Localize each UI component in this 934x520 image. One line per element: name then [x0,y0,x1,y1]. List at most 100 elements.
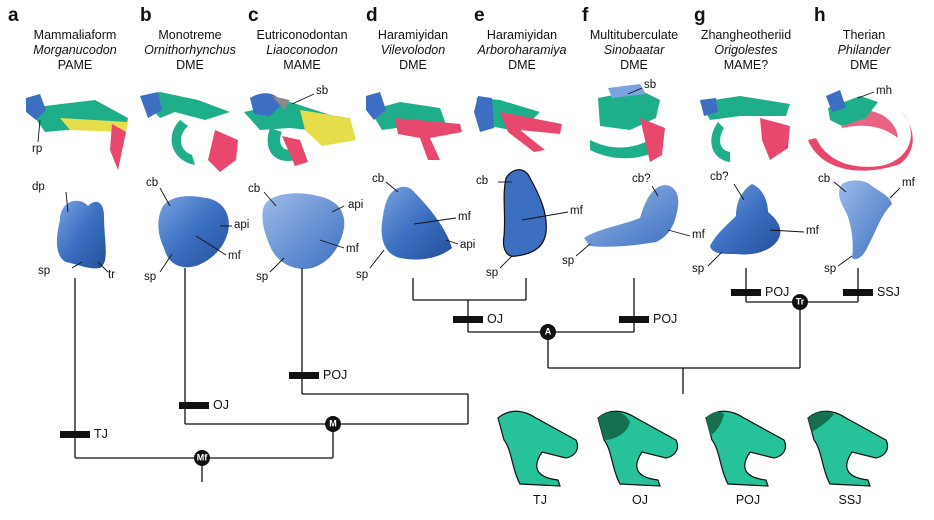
jaw-render-d [366,92,462,160]
joint-caption-ssj: SSJ [838,493,862,507]
event-bars [60,289,873,438]
panel-group: Multituberculate [589,28,679,42]
panel-header-h: Therian Philander DME [838,28,891,73]
event-label-oj: OJ [213,398,229,412]
bone-g [710,184,781,255]
panel-letter: d [366,5,378,26]
label-mf: mf [902,177,915,189]
label-cb: cb [476,175,489,187]
panel-header-a: Mammaliaform Morganucodon PAME [33,28,116,73]
panel-letter: f [582,5,589,26]
panel-group: Mammaliaform [33,28,117,42]
panel-letter: h [814,5,826,26]
joint-icon-tj [497,410,579,487]
panel-state: DME [850,58,878,72]
panel-state: MAME? [723,58,769,72]
panel-genus: Sinobaatar [603,43,665,57]
label-sp: sp [562,255,575,267]
joint-caption-tj: TJ [533,493,547,507]
jaw-render-c [244,93,356,166]
panel-state: DME [176,58,204,72]
bone-b [158,196,229,268]
label-cb: cb [248,183,261,195]
label-mh: mh [876,85,892,97]
event-label-poj: POJ [765,285,790,299]
label-sp: sp [692,263,705,275]
label-sp: sp [256,271,269,283]
panel-genus: Philander [837,43,891,57]
label-api: api [460,239,476,251]
panel-letter: e [474,5,485,26]
label-api: api [348,199,364,211]
joint-icon-poj [705,410,787,487]
label-mf: mf [570,205,583,217]
panel-genus: Origolestes [714,43,778,57]
bone-a [56,200,106,269]
joint-caption-poj: POJ [735,493,761,507]
label-sp: sp [144,271,157,283]
jaw-render-a [26,94,128,170]
panel-state: DME [399,58,427,72]
panel-genus: Vilevolodon [380,43,446,57]
panel-letter: b [140,5,152,26]
event-label-ssj: SSJ [877,285,900,299]
node-label-tr: Tr [795,296,805,307]
label-tr: tr [108,269,116,281]
label-dp: dp [32,181,45,193]
label-cb: cb? [632,173,651,185]
leader-lines [37,87,901,273]
jaw-render-g [700,96,790,162]
bone-h [839,180,892,260]
joint-caption-oj: OJ [632,493,648,507]
event-label-oj: OJ [487,312,503,326]
panel-state: MAME [283,58,321,72]
node-label-m: M [329,418,337,429]
label-sp: sp [824,263,837,275]
label-mf: mf [692,229,705,241]
panel-group: Monotreme [158,28,222,42]
panel-header-c: Eutriconodontan Liaoconodon MAME [256,28,347,73]
panel-group: Zhangheotheriid [700,28,792,42]
label-sp: sp [486,267,499,279]
panel-letter: c [248,5,259,26]
panel-group: Haramiyidan [486,28,558,42]
panel-state: PAME [57,58,93,72]
jaw-render-f [590,84,665,162]
jaw-render-h [808,90,913,171]
bone-e [502,169,547,257]
label-mf: mf [806,225,819,237]
panel-genus: Morganucodon [33,43,117,57]
panel-header-b: Monotreme Ornithorhynchus DME [144,28,236,73]
panel-genus: Liaoconodon [266,43,338,57]
panel-letter: g [694,5,706,26]
panel-header-f: Multituberculate Sinobaatar DME [590,28,678,73]
label-cb: cb [372,173,385,185]
node-label-a: A [544,326,552,337]
panel-group: Eutriconodontan [256,28,348,42]
label-mf: mf [228,250,241,262]
label-sb: sb [316,85,329,97]
joint-icon-oj [597,410,679,487]
label-cb: cb [818,173,831,185]
label-cb: cb? [710,171,729,183]
panel-genus: Arboroharamiya [477,43,567,57]
bone-c [262,193,345,269]
panel-header-d: Haramiyidan Vilevolodon DME [378,28,448,73]
label-sb: sb [644,79,657,91]
label-api: api [234,219,250,231]
label-sp: sp [38,265,51,277]
panel-genus: Ornithorhynchus [144,43,236,57]
panel-letter: a [8,5,19,26]
panel-header-e: Haramiyidan Arboroharamiya DME [478,28,567,73]
node-label-mf: Mf [196,452,208,463]
jaw-render-b [140,92,238,172]
event-label-tj: TJ [94,427,108,441]
tree-nodes [194,294,808,466]
panel-state: DME [620,58,648,72]
jaw-render-e [474,96,562,152]
panel-group: Haramiyidan [377,28,449,42]
label-mf: mf [458,211,471,223]
event-label-poj: POJ [323,368,348,382]
label-rp: rp [32,143,43,155]
